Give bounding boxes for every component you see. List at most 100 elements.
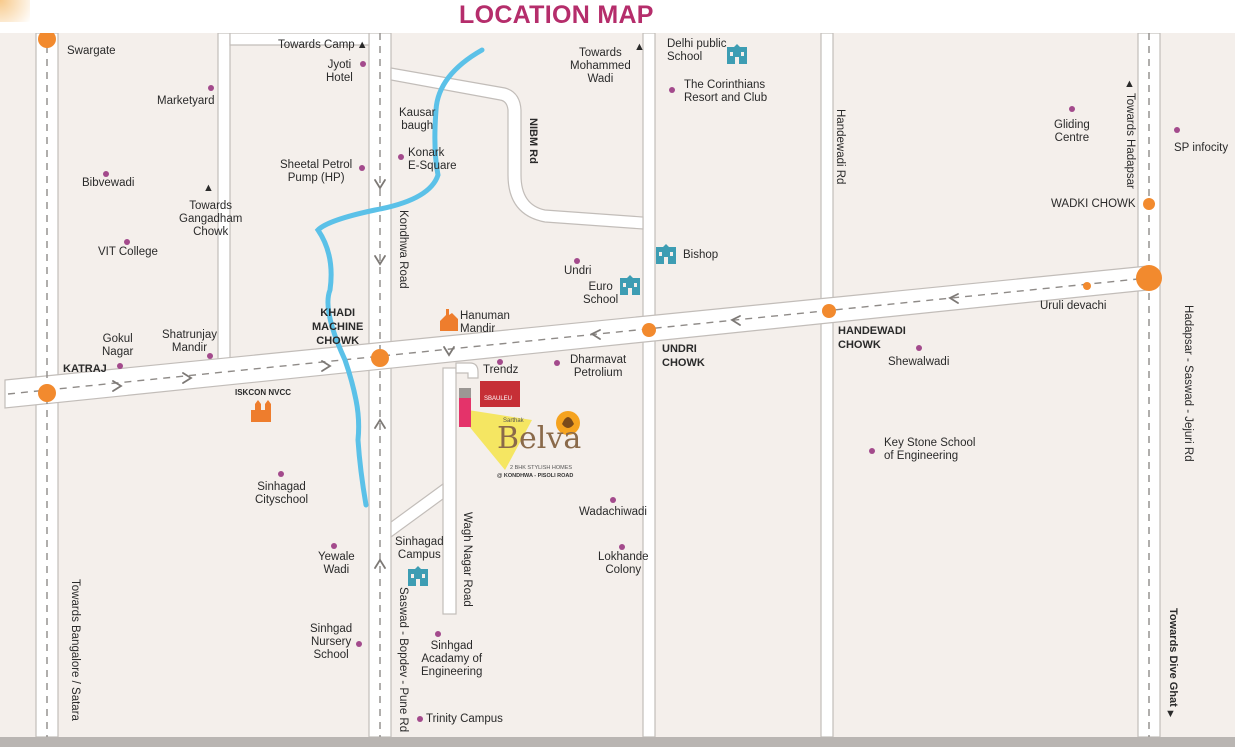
project-beam (468, 410, 532, 470)
label-saswad-bopdev: Saswad - Bopdev - Pune Rd (397, 587, 409, 733)
label-towards-camp: Towards Camp▲ (278, 39, 368, 51)
label-towards-hadapsar: Towards Hadapsar (1124, 93, 1136, 189)
label-sinhagad-cityschool: Sinhagad Cityschool (255, 481, 309, 506)
label-uruli-devachi: Uruli devachi (1040, 300, 1107, 312)
road-trendz-loop (455, 362, 479, 379)
temple-icon (440, 309, 458, 331)
school-building-icon (408, 566, 428, 586)
header-band (0, 0, 1235, 33)
road-wagh-nagar (442, 367, 457, 615)
label-towards-mohammed-wadi: Towards Mohammed Wadi (570, 47, 631, 85)
river (314, 47, 485, 508)
label-sp-infocity: SP infocity (1174, 142, 1229, 154)
label-gokul-nagar: Gokul Nagar (102, 333, 134, 358)
label-jyoti-hotel: Jyoti Hotel (326, 59, 353, 84)
project-location: @ KONDHWA - PISOLI ROAD (497, 473, 574, 479)
neighbour-logo: SBAULEU (484, 396, 513, 402)
label-shewalwadi: Shewalwadi (888, 356, 950, 368)
page-title: LOCATION MAP (459, 1, 654, 29)
label-konark: Konark E-Square (408, 147, 457, 172)
label-key-stone: Key Stone School of Engineering (884, 437, 976, 462)
label-towards-gangadham: Towards Gangadham Chowk (179, 200, 243, 238)
label-swargate: Swargate (67, 45, 116, 57)
label-trendz: Trendz (483, 364, 519, 376)
road-network (4, 33, 1161, 737)
label-trinity-campus: Trinity Campus (426, 713, 503, 725)
label-sinhagad-campus: Sinhagad Campus (395, 536, 444, 561)
school-icons (408, 44, 747, 586)
project-marker (459, 381, 580, 470)
project-site (459, 395, 471, 427)
label-wadki-chowk: WADKI CHOWK (1051, 198, 1136, 210)
label-sinhgad-nursery: Sinhgad Nursery School (310, 623, 353, 661)
label-wagh-nagar-road: Wagh Nagar Road (461, 512, 473, 607)
label-dharmavat: Dharmavat Petrolium (570, 354, 627, 379)
junction-uruli (1083, 282, 1091, 290)
junctions (38, 33, 1162, 402)
label-sheetal-petrol: Sheetal Petrol Pump (HP) (280, 159, 353, 184)
temple-icon (251, 400, 271, 422)
temple-icons (251, 309, 458, 422)
label-wadachiwadi: Wadachiwadi (579, 506, 647, 518)
direction-arrows (112, 179, 959, 569)
map-canvas (4, 33, 1180, 737)
label-shatrunjay-mandir: Shatrunjay Mandir (162, 329, 217, 354)
label-nibm-rd: NIBM Rd (527, 118, 539, 164)
label-yewale-wadi: Yewale Wadi (318, 551, 355, 576)
school-building-icon (727, 44, 747, 64)
bottom-band (0, 737, 1235, 747)
junction-handewadi (822, 304, 836, 318)
road-undri (642, 33, 656, 737)
school-building-icon (620, 275, 640, 295)
up-arrow-icon: ▲ (1124, 78, 1135, 90)
belva-leaf-icon (562, 417, 574, 428)
road-nibm (390, 67, 644, 230)
label-undri-chowk: UNDRI CHOWK (662, 343, 705, 369)
project-brand: Sarthak (503, 418, 524, 424)
label-undri: Undri (564, 265, 592, 277)
label-hanuman-mandir: Hanuman Mandir (460, 310, 510, 335)
label-sinhgad-academy: Sinhgad Acadamy of Engineering (421, 640, 483, 678)
project-name: Belva (497, 421, 582, 456)
label-euro-school: Euro School (583, 281, 619, 306)
junction-undri (642, 323, 656, 337)
label-bibvewadi: Bibvewadi (82, 177, 135, 189)
label-hadapsar-saswad: Hadapsar - Saswad - Jejuri Rd (1182, 305, 1194, 462)
label-vit-college: VIT College (98, 246, 158, 258)
junction-swargate (38, 33, 56, 48)
label-khadi-machine-chowk: KHADI MACHINE CHOWK (312, 307, 364, 347)
label-handewadi-rd: Handewadi Rd (834, 109, 846, 185)
label-lokhande-colony: Lokhande Colony (598, 551, 649, 576)
road-left-a (217, 33, 231, 364)
up-arrow-icon: ▲ (203, 182, 214, 194)
label-delhi-public-school: Delhi public School (667, 38, 727, 63)
junction-hadapsar (1136, 265, 1162, 291)
junction-katraj (38, 384, 56, 402)
label-handewadi-chowk: HANDEWADI CHOWK (838, 325, 906, 351)
project-tagline: 2 BHK STYLISH HOMES (510, 465, 573, 471)
up-arrow-icon: ▲ (356, 39, 368, 51)
label-kondhwa-road: Kondhwa Road (397, 210, 409, 289)
label-towards-dive-ghat: Towards Dive Ghat (1167, 608, 1179, 707)
label-marketyard: Marketyard (157, 95, 215, 107)
label-katraj: KATRAJ (63, 363, 107, 375)
label-corinthians: The Corinthians Resort and Club (684, 79, 768, 104)
road-wagh-connector (390, 482, 444, 539)
road-top-connector (229, 33, 370, 46)
junction-khadi-machine (371, 349, 389, 367)
label-kausar-baugh: Kausar baugh (399, 107, 436, 132)
poi-dots (103, 61, 1180, 722)
corner-decoration (0, 0, 30, 22)
junction-wadki (1143, 198, 1155, 210)
neighbour-building (459, 388, 471, 398)
neighbour-logo-box (480, 381, 520, 407)
label-towards-bangalore: Towards Bangalore / Satara (69, 579, 81, 721)
label-bishop: Bishop (683, 249, 719, 261)
down-arrow-icon: ▼ (1165, 708, 1176, 720)
school-building-icon (656, 244, 676, 264)
up-arrow-icon: ▲ (634, 41, 645, 53)
label-gliding-centre: Gliding Centre (1054, 119, 1090, 144)
label-iskcon: ISKCON NVCC (235, 388, 292, 397)
road-handewadi-rd (820, 33, 834, 737)
